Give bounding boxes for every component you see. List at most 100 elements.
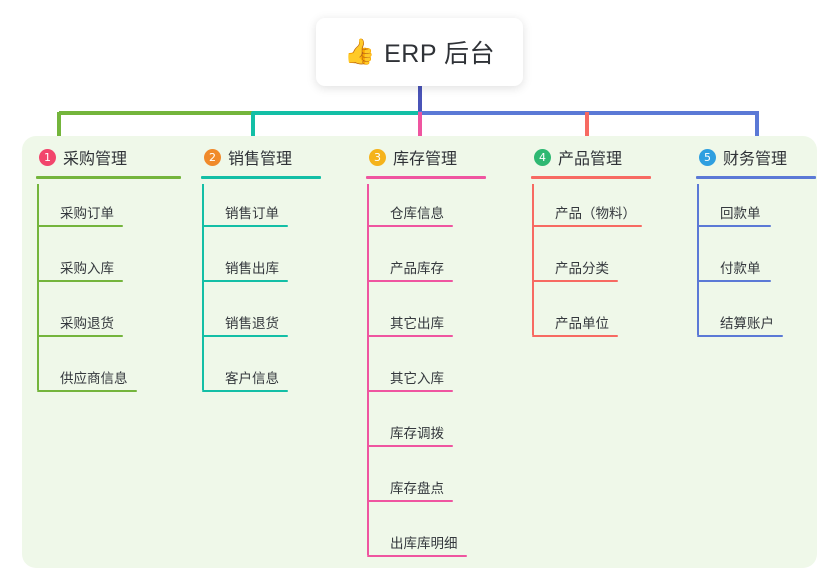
branch-item-label: 回款单 — [720, 206, 761, 221]
branch-item[interactable]: 其它入库 — [366, 349, 531, 404]
branch-item-label: 采购入库 — [60, 261, 114, 276]
branch-header-5[interactable]: 5 财务管理 — [696, 136, 839, 178]
branch-item[interactable]: 产品分类 — [531, 239, 696, 294]
branch-header-3[interactable]: 3 库存管理 — [366, 136, 531, 178]
branch-badge-4: 4 — [534, 148, 551, 166]
branch-header-1[interactable]: 1 采购管理 — [36, 136, 201, 178]
branch-item[interactable]: 销售订单 — [201, 184, 366, 239]
branch-header-2[interactable]: 2 销售管理 — [201, 136, 366, 178]
branch-item-label: 采购退货 — [60, 316, 114, 331]
branch-spine — [37, 184, 39, 390]
branch-items: 仓库信息产品库存其它出库其它入库库存调拨库存盘点出库库明细 — [366, 184, 531, 569]
branch-item-underline — [37, 280, 123, 282]
root-title: ERP 后台 — [384, 40, 496, 68]
branch-item-label: 付款单 — [720, 261, 761, 276]
branch-item-underline — [367, 390, 453, 392]
branch-item[interactable]: 出库库明细 — [366, 514, 531, 569]
branch-item-label: 产品分类 — [555, 261, 609, 276]
branch-item-label: 其它入库 — [390, 371, 444, 386]
branch-column-2: 2 销售管理销售订单销售出库销售退货客户信息 — [201, 136, 366, 404]
branch-item[interactable]: 采购订单 — [36, 184, 201, 239]
branch-item[interactable]: 库存调拨 — [366, 404, 531, 459]
branch-item-underline — [37, 335, 123, 337]
branch-item-label: 销售订单 — [225, 206, 279, 221]
branch-item-label: 出库库明细 — [390, 536, 458, 551]
branch-item[interactable]: 其它出库 — [366, 294, 531, 349]
branch-item-underline — [367, 445, 453, 447]
branch-underline — [36, 176, 181, 179]
branch-item[interactable]: 仓库信息 — [366, 184, 531, 239]
branch-badge-1: 1 — [39, 148, 56, 166]
branch-title: 库存管理 — [393, 151, 458, 168]
branch-item-underline — [37, 390, 137, 392]
branch-item[interactable]: 库存盘点 — [366, 459, 531, 514]
branch-item-underline — [367, 280, 453, 282]
branch-underline — [201, 176, 321, 179]
branch-item[interactable]: 客户信息 — [201, 349, 366, 404]
branch-item-label: 库存调拨 — [390, 426, 444, 441]
branch-item-label: 采购订单 — [60, 206, 114, 221]
branch-item-label: 供应商信息 — [60, 371, 128, 386]
branch-title: 销售管理 — [228, 151, 293, 168]
branch-item-label: 销售退货 — [225, 316, 279, 331]
branch-column-1: 1 采购管理采购订单采购入库采购退货供应商信息 — [36, 136, 201, 404]
branch-item-label: 其它出库 — [390, 316, 444, 331]
branch-underline — [366, 176, 486, 179]
branch-item[interactable]: 产品单位 — [531, 294, 696, 349]
branch-items: 采购订单采购入库采购退货供应商信息 — [36, 184, 201, 404]
branch-items: 销售订单销售出库销售退货客户信息 — [201, 184, 366, 404]
branch-item-label: 产品（物料） — [555, 206, 636, 221]
branch-item[interactable]: 回款单 — [696, 184, 839, 239]
branch-underline — [531, 176, 651, 179]
branch-item-underline — [202, 225, 288, 227]
branch-item-underline — [532, 225, 642, 227]
branch-item-label: 客户信息 — [225, 371, 279, 386]
branch-item-underline — [532, 335, 618, 337]
branch-item[interactable]: 销售出库 — [201, 239, 366, 294]
branch-item-underline — [202, 390, 288, 392]
branch-item-underline — [367, 555, 467, 557]
branch-item[interactable]: 采购退货 — [36, 294, 201, 349]
branch-underline — [696, 176, 816, 179]
branch-item[interactable]: 产品库存 — [366, 239, 531, 294]
branch-spine — [367, 184, 369, 555]
branches-panel — [22, 136, 817, 568]
branch-spine — [532, 184, 534, 335]
branch-badge-3: 3 — [369, 148, 386, 166]
branch-item[interactable]: 产品（物料） — [531, 184, 696, 239]
branch-item-underline — [367, 500, 453, 502]
branch-item-underline — [367, 225, 453, 227]
branch-item-label: 产品库存 — [390, 261, 444, 276]
branch-item-underline — [202, 280, 288, 282]
branch-item-underline — [532, 280, 618, 282]
branch-item-underline — [697, 335, 783, 337]
branch-badge-2: 2 — [204, 148, 221, 166]
branch-items: 回款单付款单结算账户 — [696, 184, 839, 349]
branch-item[interactable]: 供应商信息 — [36, 349, 201, 404]
branch-title: 财务管理 — [723, 151, 788, 168]
branch-item[interactable]: 采购入库 — [36, 239, 201, 294]
branch-badge-5: 5 — [699, 148, 716, 166]
branch-item-underline — [37, 225, 123, 227]
branch-item-underline — [697, 225, 771, 227]
branch-item-label: 仓库信息 — [390, 206, 444, 221]
branch-item[interactable]: 结算账户 — [696, 294, 839, 349]
branch-column-3: 3 库存管理仓库信息产品库存其它出库其它入库库存调拨库存盘点出库库明细 — [366, 136, 531, 569]
branch-column-5: 5 财务管理回款单付款单结算账户 — [696, 136, 839, 349]
branch-title: 采购管理 — [63, 151, 128, 168]
branch-item-underline — [202, 335, 288, 337]
branch-spine — [697, 184, 699, 335]
thumbs-up-icon: 👍 — [343, 37, 376, 66]
branch-item-label: 销售出库 — [225, 261, 279, 276]
branch-items: 产品（物料） 产品分类产品单位 — [531, 184, 696, 349]
branch-item-label: 产品单位 — [555, 316, 609, 331]
branch-item[interactable]: 销售退货 — [201, 294, 366, 349]
branch-item-label: 结算账户 — [720, 316, 774, 331]
branch-item[interactable]: 付款单 — [696, 239, 839, 294]
root-node[interactable]: 👍 ERP 后台 — [316, 18, 523, 86]
branch-item-underline — [367, 335, 453, 337]
